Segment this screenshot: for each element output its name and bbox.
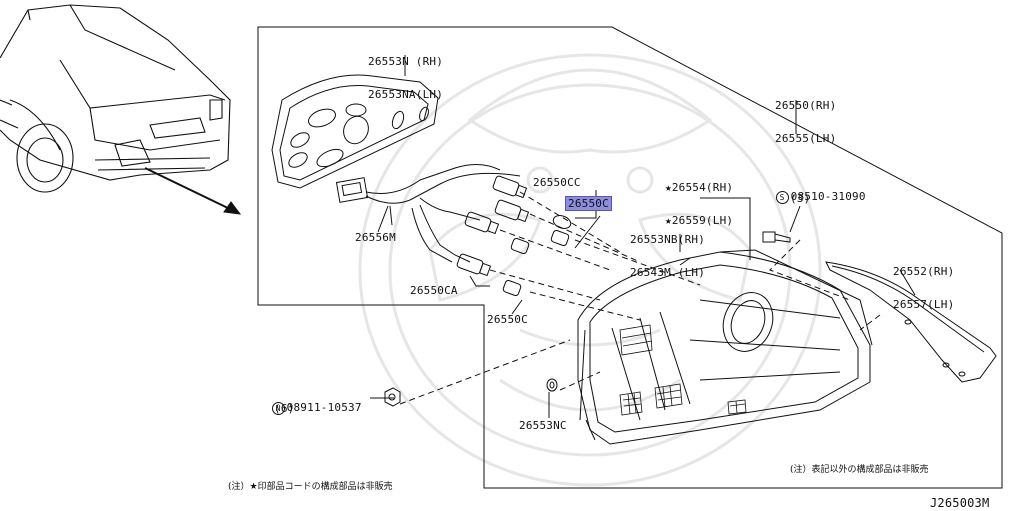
label-26553nb: 26553NB(RH) 26543M (LH) — [630, 212, 705, 289]
label-26550-rh: 26550(RH) — [775, 99, 837, 112]
label-08510-code: 08510-31090 — [790, 190, 866, 203]
label-26552-rh: 26552(RH) — [893, 265, 955, 278]
label-26543m-lh: 26543M (LH) — [630, 266, 706, 279]
standard-part-symbol-n: N — [271, 402, 285, 415]
label-08911-code: 08911-10537 — [286, 401, 362, 414]
label-26553nb-rh: 26553NB(RH) — [630, 233, 706, 246]
label-26553n: 26553N (RH) 26553NA(LH) — [368, 34, 443, 111]
label-26553n-lh: 26553NA(LH) — [368, 88, 444, 101]
diagram-frame — [257, 26, 1003, 489]
finisher-part — [825, 261, 997, 383]
label-26557-lh: 26557(LH) — [893, 298, 955, 311]
grommet-part — [546, 378, 558, 392]
gasket-part — [271, 74, 439, 189]
label-26554: ★26554(RH) ★26559(LH) — [665, 160, 733, 237]
note-non-sale-parts: (注）表記以外の構成部品は非販売 — [790, 465, 929, 475]
nut-part — [384, 387, 401, 407]
screw-part — [762, 231, 791, 243]
label-26550cc: 26550CC — [533, 176, 581, 189]
tail-lamp-housing — [577, 249, 873, 445]
label-26552: 26552(RH) 26557(LH) — [893, 244, 954, 321]
label-26553nc: 26553NC — [519, 419, 567, 432]
diagram-code: J265003M — [930, 496, 990, 510]
label-26554-lh: ★26559(LH) — [665, 214, 734, 227]
label-08911-qty: (6) — [274, 402, 295, 415]
note-star-parts: (注）★印部品コードの構成部品は非販売 — [228, 482, 393, 492]
label-26550ca: 26550CA — [410, 284, 458, 297]
lamp-hatching — [619, 324, 747, 416]
dashed-leaders — [399, 191, 881, 405]
bulb-sockets — [456, 175, 530, 277]
highlighted-part-26550c[interactable]: 26550C — [565, 196, 612, 211]
label-26550c: 26550C — [487, 313, 528, 326]
pointer-arrow — [144, 167, 233, 211]
bulbs — [502, 215, 572, 297]
label-26550-lh: 26555(LH) — [775, 132, 837, 145]
standard-part-symbol-s: S — [775, 191, 789, 204]
label-26553n-rh: 26553N (RH) — [368, 55, 444, 68]
label-26550: 26550(RH) 26555(LH) — [775, 78, 836, 155]
label-26554-rh: ★26554(RH) — [665, 181, 734, 194]
label-leaders — [370, 100, 916, 418]
label-26556m: 26556M — [355, 231, 396, 244]
connector-harness — [335, 164, 521, 263]
label-08510-qty: (3) — [790, 192, 811, 205]
watermark-emblem — [358, 53, 822, 487]
car-sketch — [0, 4, 231, 193]
